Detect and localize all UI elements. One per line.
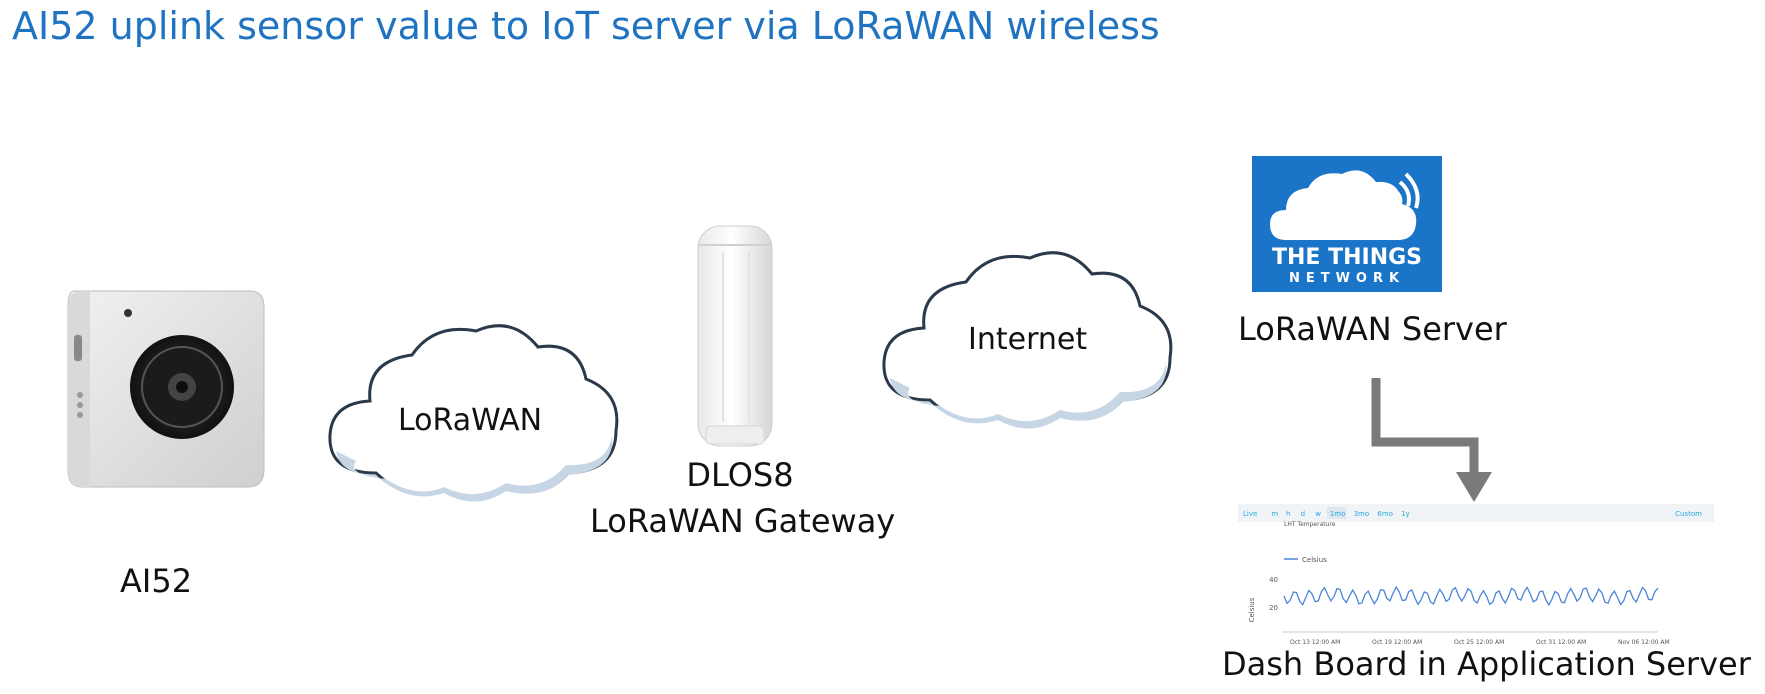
- dashboard-toolbar-item[interactable]: 1y: [1401, 510, 1410, 518]
- the-things-network-logo: THE THINGS NETWORK: [1252, 156, 1442, 292]
- dashboard-ylabel: Celsius: [1248, 597, 1256, 622]
- ai52-label: AI52: [120, 562, 193, 600]
- dashboard-xtick: Oct 31 12:00 AM: [1536, 639, 1586, 646]
- dashboard-toolbar-custom: Custom: [1675, 510, 1702, 518]
- dashboard-toolbar-item[interactable]: w: [1315, 510, 1321, 518]
- dashboard-toolbar-item[interactable]: m: [1271, 510, 1278, 518]
- dashboard-toolbar-item[interactable]: h: [1286, 510, 1290, 518]
- ai52-device-image: [67, 290, 265, 488]
- dashboard-ytick: 20: [1269, 604, 1278, 612]
- dashboard-toolbar-item[interactable]: d: [1301, 510, 1305, 518]
- dashboard-subtitle: LHT Temperature: [1284, 521, 1336, 528]
- lorawan-cloud-icon: [328, 324, 619, 502]
- internet-cloud-label: Internet: [968, 322, 1088, 357]
- lorawan-cloud-label: LoRaWAN: [398, 403, 543, 438]
- dashboard-legend: Celsius: [1302, 556, 1327, 564]
- arrow-down-icon: [1371, 378, 1492, 502]
- dlos8-gateway-image: [697, 225, 773, 447]
- dashboard-xtick: Oct 19 12:00 AM: [1372, 639, 1422, 646]
- dashboard-xtick: Oct 13 12:00 AM: [1290, 639, 1340, 646]
- dashboard-xtick: Oct 25 12:00 AM: [1454, 639, 1504, 646]
- dashboard-caption: Dash Board in Application Server: [1222, 645, 1751, 683]
- dashboard-toolbar-active-bg: [1326, 507, 1347, 519]
- dashboard-toolbar-item[interactable]: 1mo: [1330, 510, 1346, 518]
- logo-line1: THE THINGS: [1272, 245, 1422, 270]
- dashboard-xtick: Nov 06 12:00 AM: [1618, 639, 1670, 646]
- dashboard-toolbar-item[interactable]: 6mo: [1377, 510, 1393, 518]
- dashboard-toolbar: [1238, 504, 1714, 522]
- dashboard-series-line: [1283, 585, 1659, 607]
- internet-cloud-icon: [882, 251, 1173, 429]
- logo-line2: NETWORK: [1289, 271, 1405, 286]
- gateway-name: DLOS8: [686, 456, 794, 494]
- dashboard-toolbar-item[interactable]: 3mo: [1354, 510, 1370, 518]
- gateway-caption: LoRaWAN Gateway: [590, 502, 896, 540]
- dashboard-toolbar-item[interactable]: Live: [1243, 510, 1257, 518]
- server-caption: LoRaWAN Server: [1238, 310, 1507, 348]
- dashboard-ytick: 40: [1269, 576, 1278, 584]
- page-title: AI52 uplink sensor value to IoT server v…: [12, 4, 1160, 48]
